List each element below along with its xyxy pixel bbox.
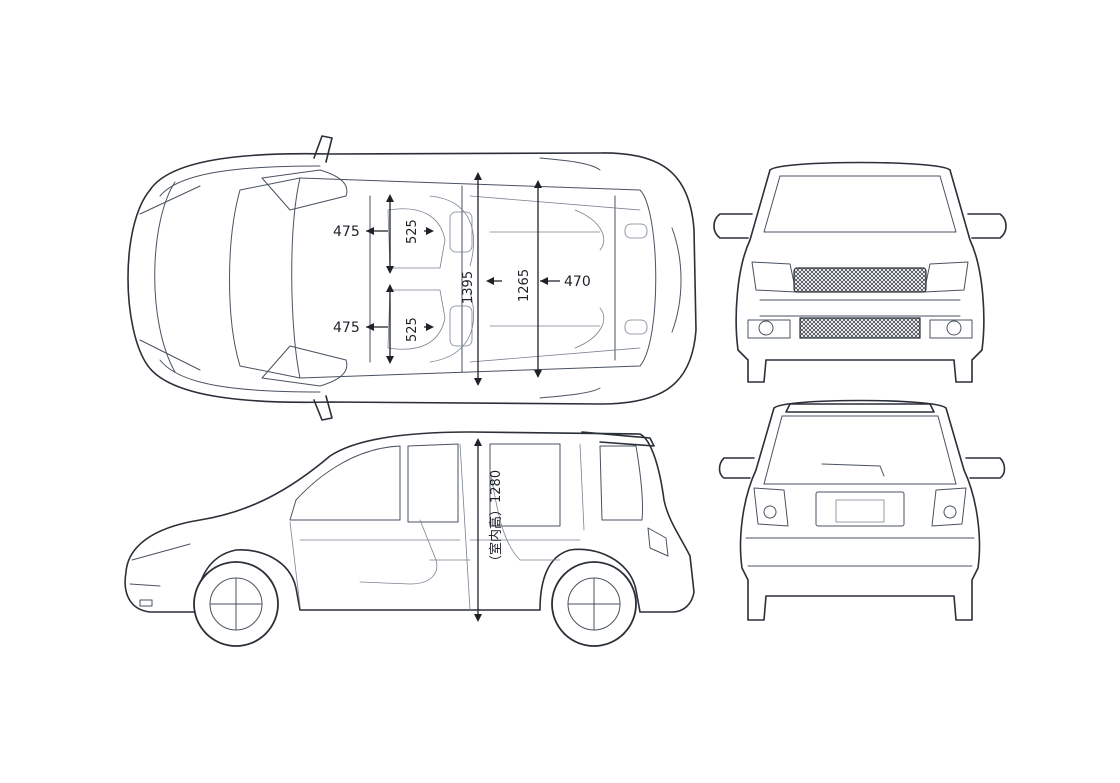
dim-rear-width-470: 470 (564, 274, 591, 290)
dim-front-seat-525: 525 (405, 219, 420, 244)
side-view-dimensions: （室内高）1280 (474, 438, 504, 622)
top-view-dimensions: 475 475 525 525 1395 1265 470 (333, 172, 591, 386)
side-view (124, 431, 695, 647)
top-view (127, 135, 697, 421)
rear-view (718, 399, 1006, 621)
dim-interior-length-1395: 1395 (461, 271, 476, 304)
dim-rear-seat-525: 525 (405, 317, 420, 342)
dim-interior-height-1280: （室内高）1280 (488, 470, 504, 568)
dim-front-left-475: 475 (333, 224, 360, 240)
dim-rear-left-475: 475 (333, 320, 360, 336)
front-view (713, 161, 1007, 383)
dim-roof-length-1265: 1265 (517, 269, 532, 302)
